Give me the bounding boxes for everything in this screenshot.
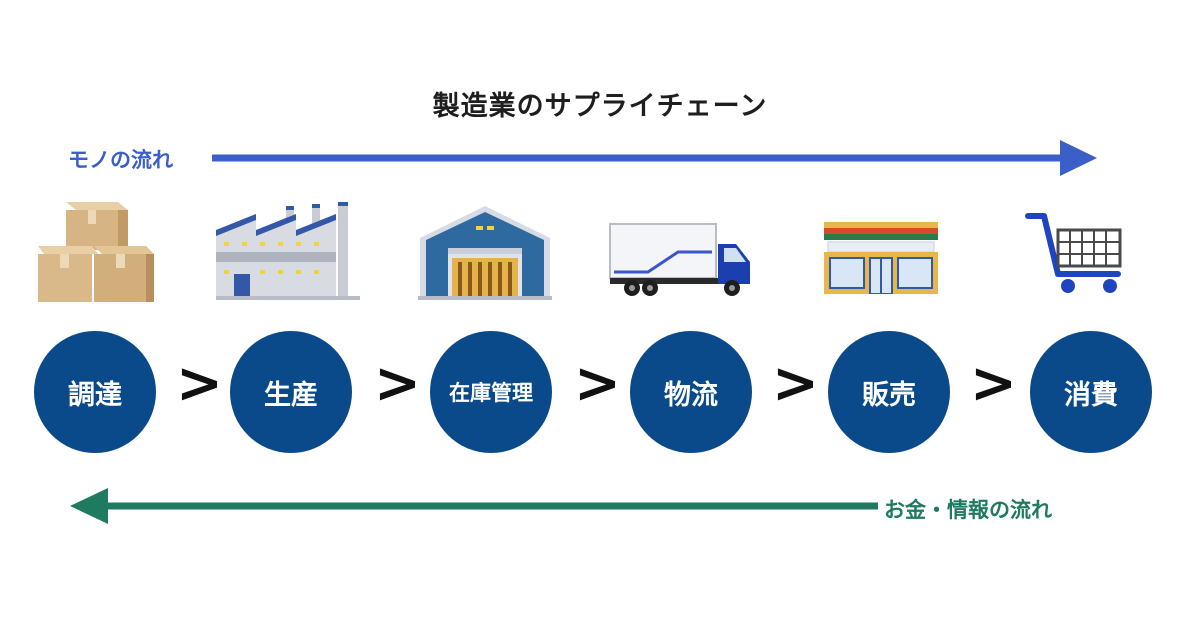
stage-separator: > — [574, 351, 621, 416]
stage-separator: > — [374, 351, 421, 416]
stage-production: 生産 — [230, 331, 352, 453]
stage-label: 消費 — [1064, 379, 1118, 411]
stage-label: 物流 — [664, 379, 718, 411]
stage-consumption: 消費 — [1030, 331, 1152, 453]
stage-separator: > — [772, 351, 819, 416]
cardboard-boxes-icon — [38, 202, 154, 302]
stage-label: 調達 — [68, 379, 122, 411]
stage-separator: > — [176, 351, 223, 416]
money-info-flow-label: お金・情報の流れ — [884, 498, 1052, 522]
store-icon — [824, 222, 938, 294]
stage-sales: 販売 — [828, 331, 950, 453]
stage-label: 在庫管理 — [449, 381, 533, 405]
stage-logistics: 物流 — [630, 331, 752, 453]
goods-flow-label: モノの流れ — [68, 148, 173, 172]
truck-icon — [609, 223, 750, 296]
stage-label: 生産 — [264, 379, 318, 411]
goods-flow-arrow — [212, 140, 1097, 176]
money-info-flow-arrowhead — [70, 488, 108, 524]
stage-inventory-management: 在庫管理 — [430, 331, 552, 453]
shopping-cart-icon — [1025, 213, 1122, 293]
warehouse-icon — [418, 206, 552, 300]
money-info-flow-arrow — [70, 488, 878, 524]
stage-separator: > — [970, 351, 1017, 416]
goods-flow-arrowhead — [1060, 140, 1097, 176]
diagram-title: 製造業のサプライチェーン — [432, 91, 768, 122]
stage-label: 販売 — [862, 379, 916, 411]
factory-icon — [216, 202, 360, 300]
stage-procurement: 調達 — [34, 331, 156, 453]
